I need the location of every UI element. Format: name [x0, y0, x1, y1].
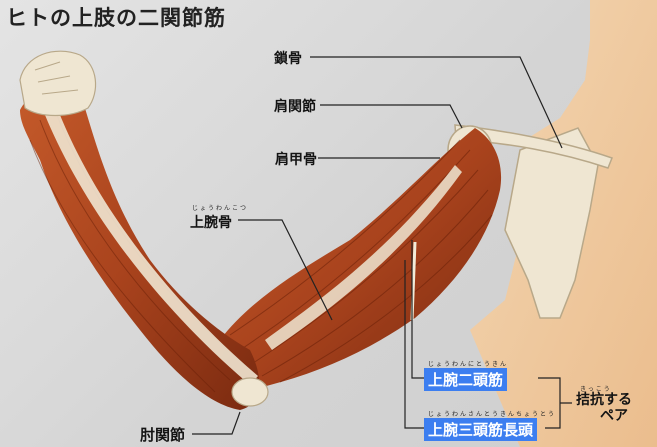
antagonist-pair-label: 拮抗する ペア: [576, 392, 632, 424]
elbow-leader: [192, 412, 240, 434]
antagonist-pair-line1: 拮抗する: [576, 392, 632, 408]
clavicle-leader: [310, 57, 562, 148]
upper-arm-muscles: [220, 128, 501, 387]
ruby-humerus: じょうわんこつ: [192, 203, 248, 212]
elbow-joint-shape: [232, 378, 268, 406]
label-triceps-long-head: 上腕三頭筋長頭: [424, 418, 537, 441]
label-biceps-brachii: 上腕二頭筋: [424, 368, 507, 391]
label-clavicle: 鎖骨: [274, 48, 302, 68]
shoulder-leader: [320, 105, 462, 128]
antagonist-pair-line2: ペア: [576, 408, 632, 424]
label-shoulder-joint: 肩関節: [274, 96, 316, 116]
ruby-triceps-long-head: じょうわんさんとうきんちょうとう: [428, 409, 556, 418]
ruby-biceps: じょうわんにとうきん: [428, 359, 508, 368]
figure-title: ヒトの上肢の二関節筋: [6, 2, 226, 32]
label-scapula: 肩甲骨: [275, 149, 317, 169]
label-humerus: 上腕骨: [190, 212, 232, 232]
hand: [20, 51, 96, 115]
label-elbow-joint: 肘関節: [140, 424, 185, 445]
